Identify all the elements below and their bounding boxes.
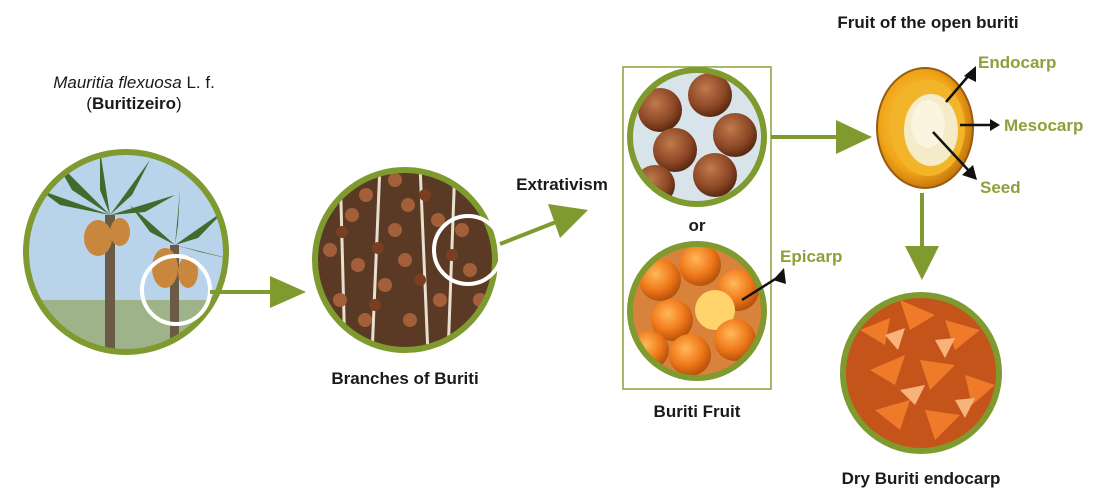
species-genus: Mauritia xyxy=(53,73,118,92)
common-close-paren: ) xyxy=(176,94,182,113)
palm-tree-photo xyxy=(20,145,235,360)
epicarp-label: Epicarp xyxy=(780,247,842,266)
extrativism-label: Extrativism xyxy=(516,175,608,194)
svg-text:(Buritizeiro): (Buritizeiro) xyxy=(86,94,181,113)
svg-text:Mauritia flexuosa L. f.: Mauritia flexuosa L. f. xyxy=(53,73,215,92)
mesocarp-label: Mesocarp xyxy=(1004,116,1083,135)
arrow-fruit-to-open xyxy=(771,120,872,154)
arrow-extrativism xyxy=(500,204,588,244)
arrow-open-to-dry xyxy=(905,193,939,280)
branches-photo xyxy=(310,165,502,355)
open-fruit-title: Fruit of the open buriti xyxy=(837,13,1018,32)
species-label: Mauritia flexuosa L. f. (Buritizeiro) xyxy=(53,73,215,113)
species-author: L. f. xyxy=(182,73,215,92)
common-name: Buritizeiro xyxy=(92,94,176,113)
dry-endocarp-label: Dry Buriti endocarp xyxy=(842,469,1001,488)
peeled-fruit-photo xyxy=(628,242,768,382)
branches-label: Branches of Buriti xyxy=(331,369,478,388)
seed-label: Seed xyxy=(980,178,1021,197)
or-label: or xyxy=(689,216,706,235)
dry-endocarp-photo xyxy=(840,292,1005,457)
endocarp-label: Endocarp xyxy=(978,53,1056,72)
buriti-fruit-label: Buriti Fruit xyxy=(654,402,741,421)
whole-fruit-photo xyxy=(628,68,768,208)
species-epithet: flexuosa xyxy=(118,73,181,92)
